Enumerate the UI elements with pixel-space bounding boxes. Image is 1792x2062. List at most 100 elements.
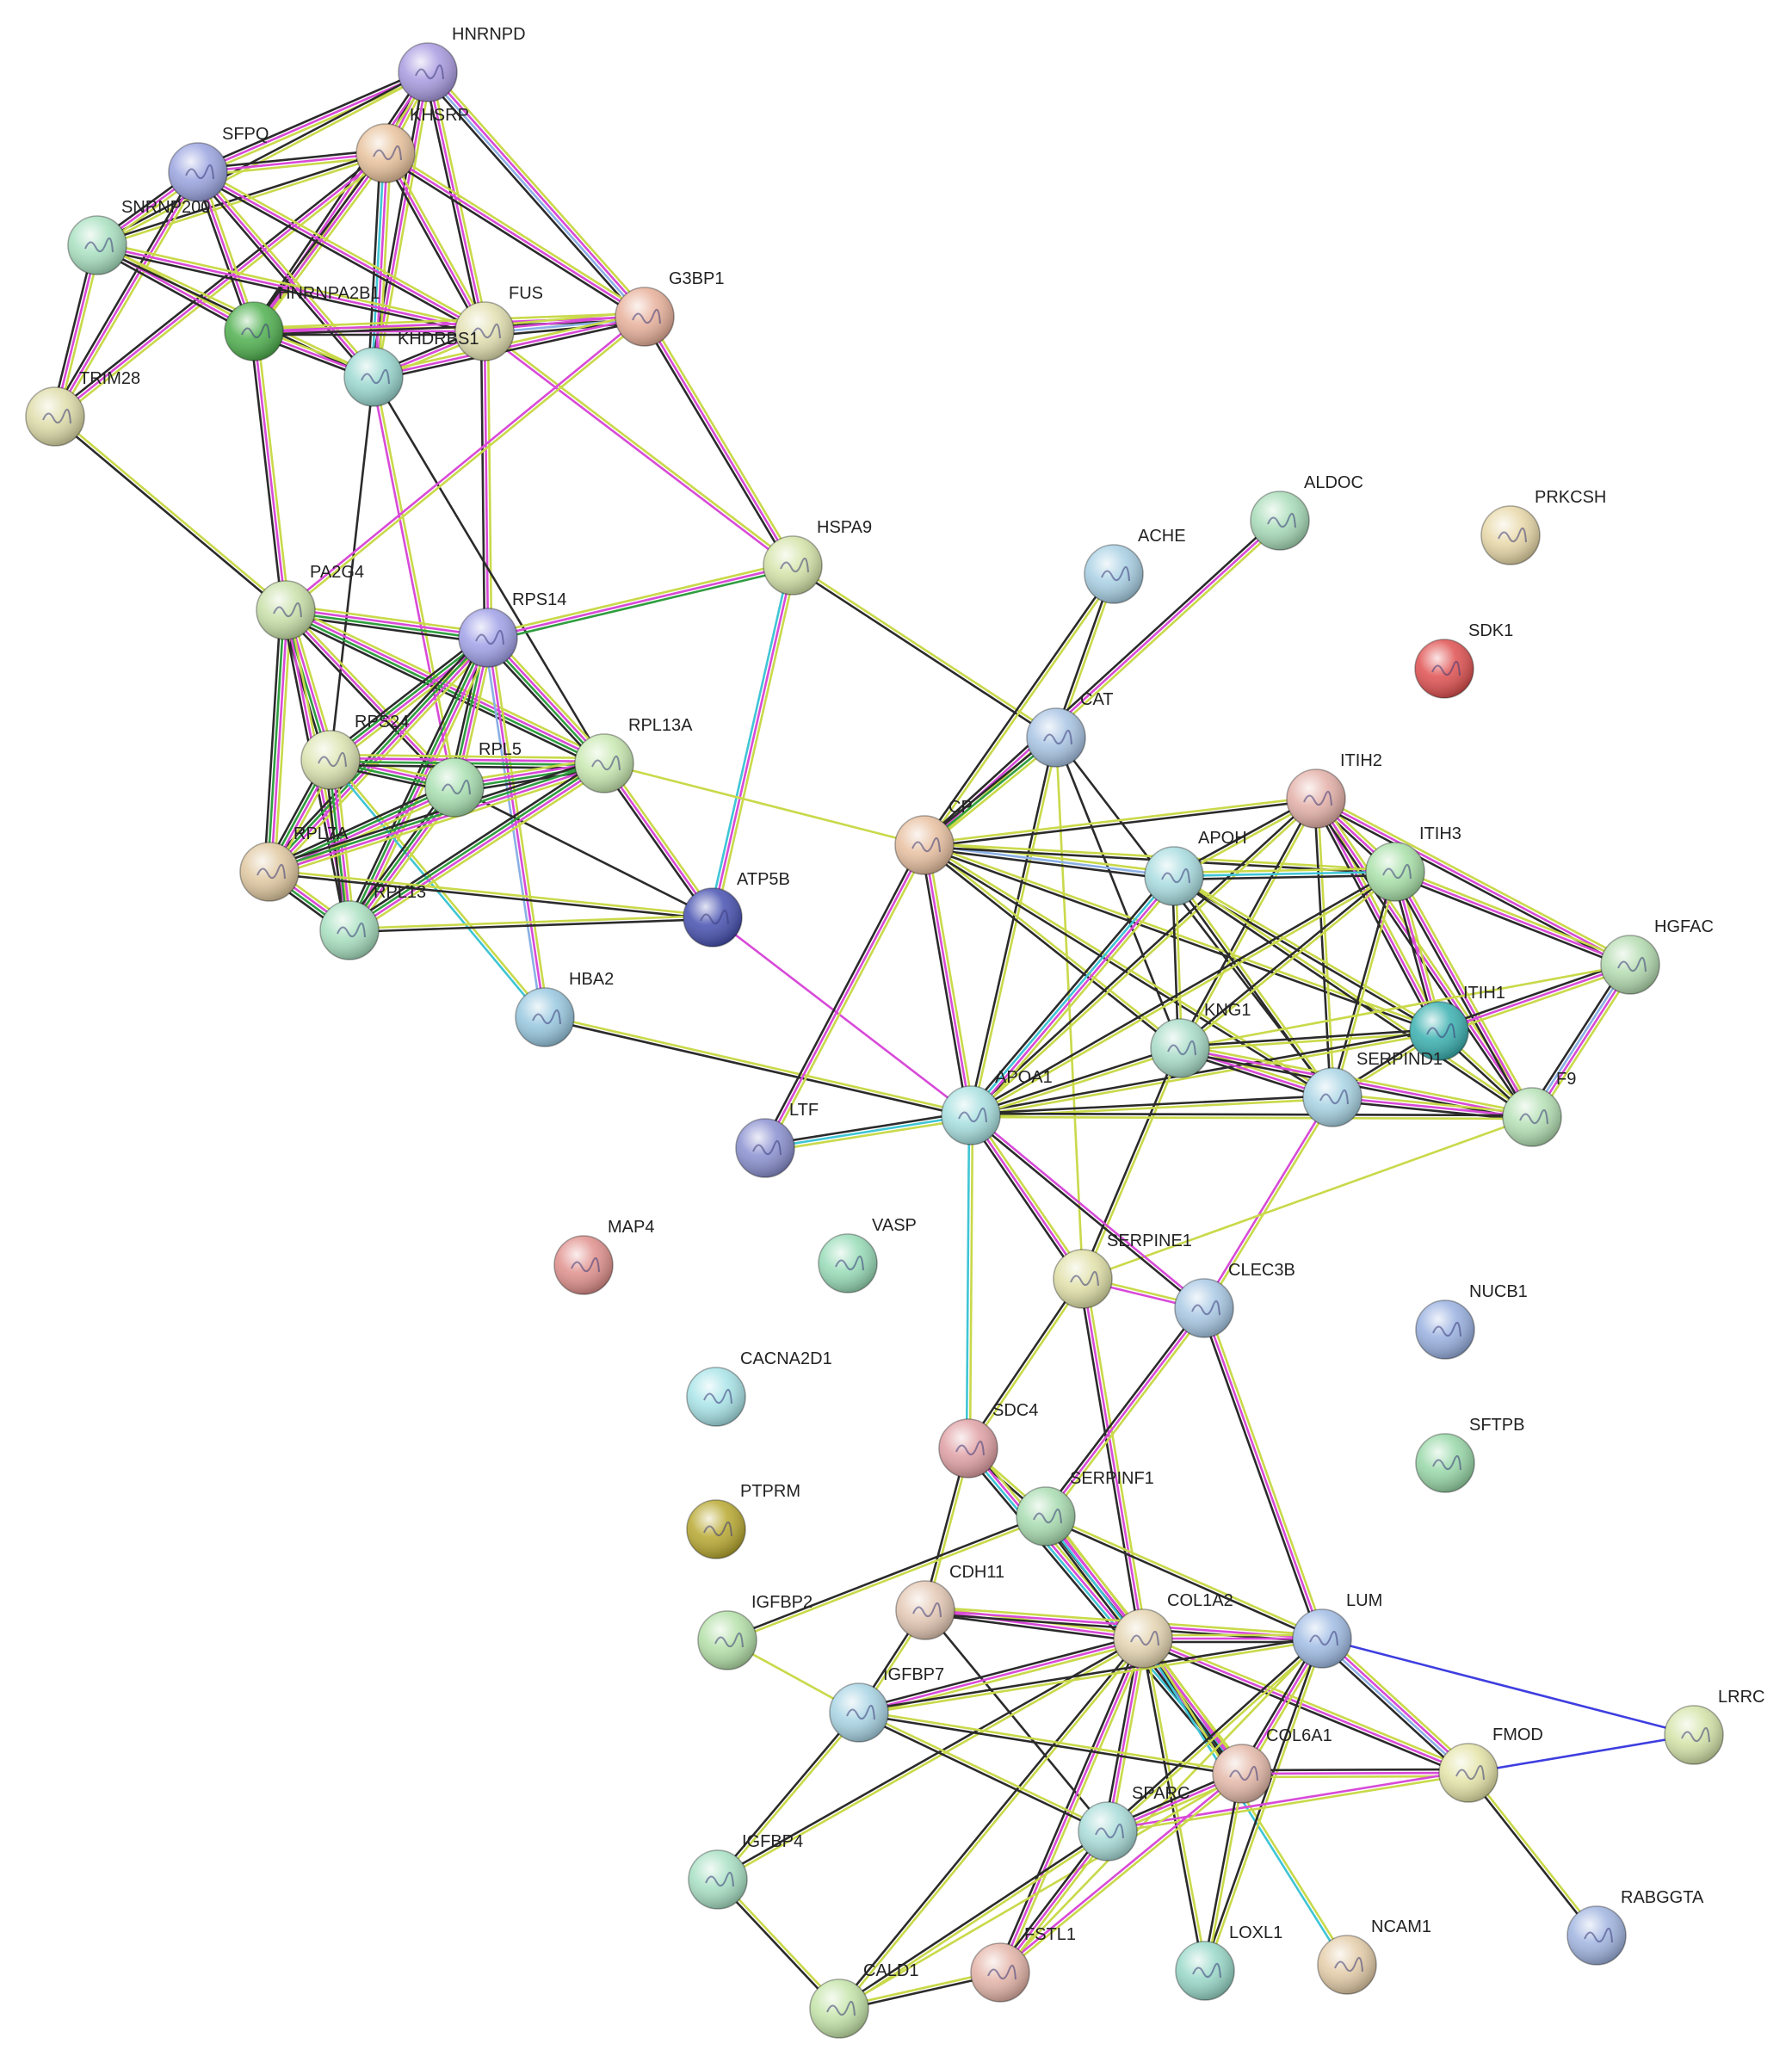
protein-structure-icon <box>1319 1089 1349 1105</box>
node-apoh[interactable]: APOH <box>1144 829 1247 906</box>
node-rabggta[interactable]: RABGGTA <box>1566 1888 1704 1966</box>
node-kng1[interactable]: KNG1 <box>1150 1001 1251 1078</box>
node-fstl1[interactable]: FSTL1 <box>970 1925 1076 2003</box>
node-snrnp200[interactable]: SNRNP200 <box>67 198 210 275</box>
node-aldoc[interactable]: ALDOC <box>1250 473 1363 551</box>
edge-hspa9-cat <box>790 563 1059 740</box>
node-rpl5[interactable]: RPL5 <box>424 740 522 818</box>
edge-strand-black <box>969 1112 1534 1117</box>
edge-strand-yellow <box>1205 1773 1245 1972</box>
node-cacna2d1[interactable]: CACNA2D1 <box>686 1349 832 1427</box>
node-rpl7a[interactable]: RPL7A <box>239 824 349 902</box>
edge-col1a2-fstl1 <box>996 1636 1147 1975</box>
edge-strand-magenta <box>196 170 375 379</box>
node-sftpb[interactable]: SFTPB <box>1415 1416 1524 1493</box>
node-ache[interactable]: ACHE <box>1084 527 1186 604</box>
edge-strand-yellow <box>96 72 430 249</box>
edge-strand-black <box>1466 1772 1597 1938</box>
node-igfbp2[interactable]: IGFBP2 <box>697 1593 813 1670</box>
node-hba2[interactable]: HBA2 <box>515 970 614 1047</box>
node-hgfac[interactable]: HGFAC <box>1600 917 1714 995</box>
node-serpinf1[interactable]: SERPINF1 <box>1016 1469 1154 1546</box>
node-khdrbs1[interactable]: KHDRBS1 <box>343 330 479 407</box>
node-lrrc[interactable]: LRRC <box>1664 1688 1764 1765</box>
protein-structure-icon <box>1191 1300 1220 1316</box>
node-vasp[interactable]: VASP <box>818 1216 917 1293</box>
edge-col1a2-cald1 <box>837 1636 1146 2011</box>
edge-khsrp-khdrbs1 <box>367 151 392 379</box>
edge-strand-magenta <box>53 170 200 418</box>
node-itih3[interactable]: ITIH3 <box>1365 824 1461 902</box>
edge-kng1-apoa1 <box>969 1045 1182 1119</box>
node-rps24[interactable]: RPS24 <box>300 713 409 790</box>
node-ptprm[interactable]: PTPRM <box>686 1482 800 1559</box>
edge-strand-black <box>1078 1278 1141 1640</box>
node-label: CDH11 <box>949 1563 1004 1582</box>
edge-strand-black <box>1043 1516 1323 1642</box>
edge-strand-black <box>367 151 382 378</box>
node-loxl1[interactable]: LOXL1 <box>1175 1923 1282 2001</box>
node-hspa9[interactable]: HSPA9 <box>763 518 872 596</box>
node-sdk1[interactable]: SDK1 <box>1414 621 1513 699</box>
node-sdc4[interactable]: SDC4 <box>938 1401 1038 1479</box>
edge-strand-green <box>487 567 795 643</box>
node-apoa1[interactable]: APOA1 <box>941 1068 1053 1145</box>
node-hnrnpa2b1[interactable]: HNRNPA2B1 <box>224 284 380 361</box>
node-fus[interactable]: FUS <box>454 284 543 361</box>
node-lum[interactable]: LUM <box>1292 1591 1382 1669</box>
node-cp[interactable]: CP <box>894 798 973 875</box>
node-ltf[interactable]: LTF <box>735 1101 819 1178</box>
edge-igfbp4-cald1 <box>715 1877 842 2011</box>
edge-rps14-hspa9 <box>485 560 795 643</box>
edge-strand-black <box>381 153 483 335</box>
edge-strand-magenta <box>711 916 973 1117</box>
edge-strand-cyan <box>1172 870 1397 878</box>
node-clec3b[interactable]: CLEC3B <box>1174 1261 1295 1338</box>
node-g3bp1[interactable]: G3BP1 <box>615 269 724 347</box>
node-shading <box>687 1367 745 1426</box>
node-label: VASP <box>872 1216 917 1235</box>
node-cat[interactable]: CAT <box>1026 690 1114 768</box>
node-label: SDC4 <box>992 1401 1038 1420</box>
protein-structure-icon <box>1426 1022 1455 1039</box>
node-label: APOA1 <box>995 1068 1053 1087</box>
node-nucb1[interactable]: NUCB1 <box>1415 1282 1528 1360</box>
node-label: LUM <box>1346 1591 1382 1610</box>
node-col6a1[interactable]: COL6A1 <box>1212 1726 1332 1804</box>
node-rpl13a[interactable]: RPL13A <box>574 716 693 793</box>
node-cald1[interactable]: CALD1 <box>809 1961 918 2039</box>
node-hnrnpd[interactable]: HNRNPD <box>398 25 526 102</box>
node-khsrp[interactable]: KHSRP <box>355 106 469 183</box>
node-serpine1[interactable]: SERPINE1 <box>1053 1232 1192 1309</box>
protein-structure-icon <box>1070 1270 1099 1287</box>
node-igfbp4[interactable]: IGFBP4 <box>688 1832 803 1910</box>
node-map4[interactable]: MAP4 <box>553 1218 654 1295</box>
node-prkcsh[interactable]: PRKCSH <box>1480 488 1606 565</box>
node-igfbp7[interactable]: IGFBP7 <box>829 1665 944 1743</box>
node-sparc[interactable]: SPARC <box>1078 1784 1190 1861</box>
node-label: KHSRP <box>410 106 469 125</box>
node-rps14[interactable]: RPS14 <box>458 590 566 668</box>
node-ncam1[interactable]: NCAM1 <box>1317 1917 1431 1995</box>
node-atp5b[interactable]: ATP5B <box>683 870 790 948</box>
node-itih2[interactable]: ITIH2 <box>1286 751 1382 829</box>
node-col1a2[interactable]: COL1A2 <box>1113 1591 1233 1669</box>
node-trim28[interactable]: TRIM28 <box>25 369 140 447</box>
protein-structure-icon <box>700 909 729 925</box>
edge-rpl13a-atp5b <box>600 760 717 921</box>
node-itih1[interactable]: ITIH1 <box>1409 984 1505 1061</box>
protein-structure-icon <box>912 1602 942 1618</box>
protein-structure-icon <box>472 323 501 339</box>
node-sfpq[interactable]: SFPQ <box>168 125 269 202</box>
node-fmod[interactable]: FMOD <box>1438 1726 1543 1803</box>
node-pa2g4[interactable]: PA2G4 <box>256 563 364 640</box>
node-label: SNRNP200 <box>121 198 210 217</box>
edge-serpinf1-igfbp2 <box>725 1513 1048 1644</box>
node-cdh11[interactable]: CDH11 <box>895 1563 1004 1640</box>
node-serpind1[interactable]: SERPIND1 <box>1302 1050 1443 1127</box>
protein-structure-icon <box>571 1256 600 1273</box>
node-f9[interactable]: F9 <box>1502 1070 1576 1147</box>
node-rpl13[interactable]: RPL13 <box>319 883 426 960</box>
edge-strand-yellow <box>858 1639 1324 1716</box>
edge-strand-black <box>345 757 603 928</box>
